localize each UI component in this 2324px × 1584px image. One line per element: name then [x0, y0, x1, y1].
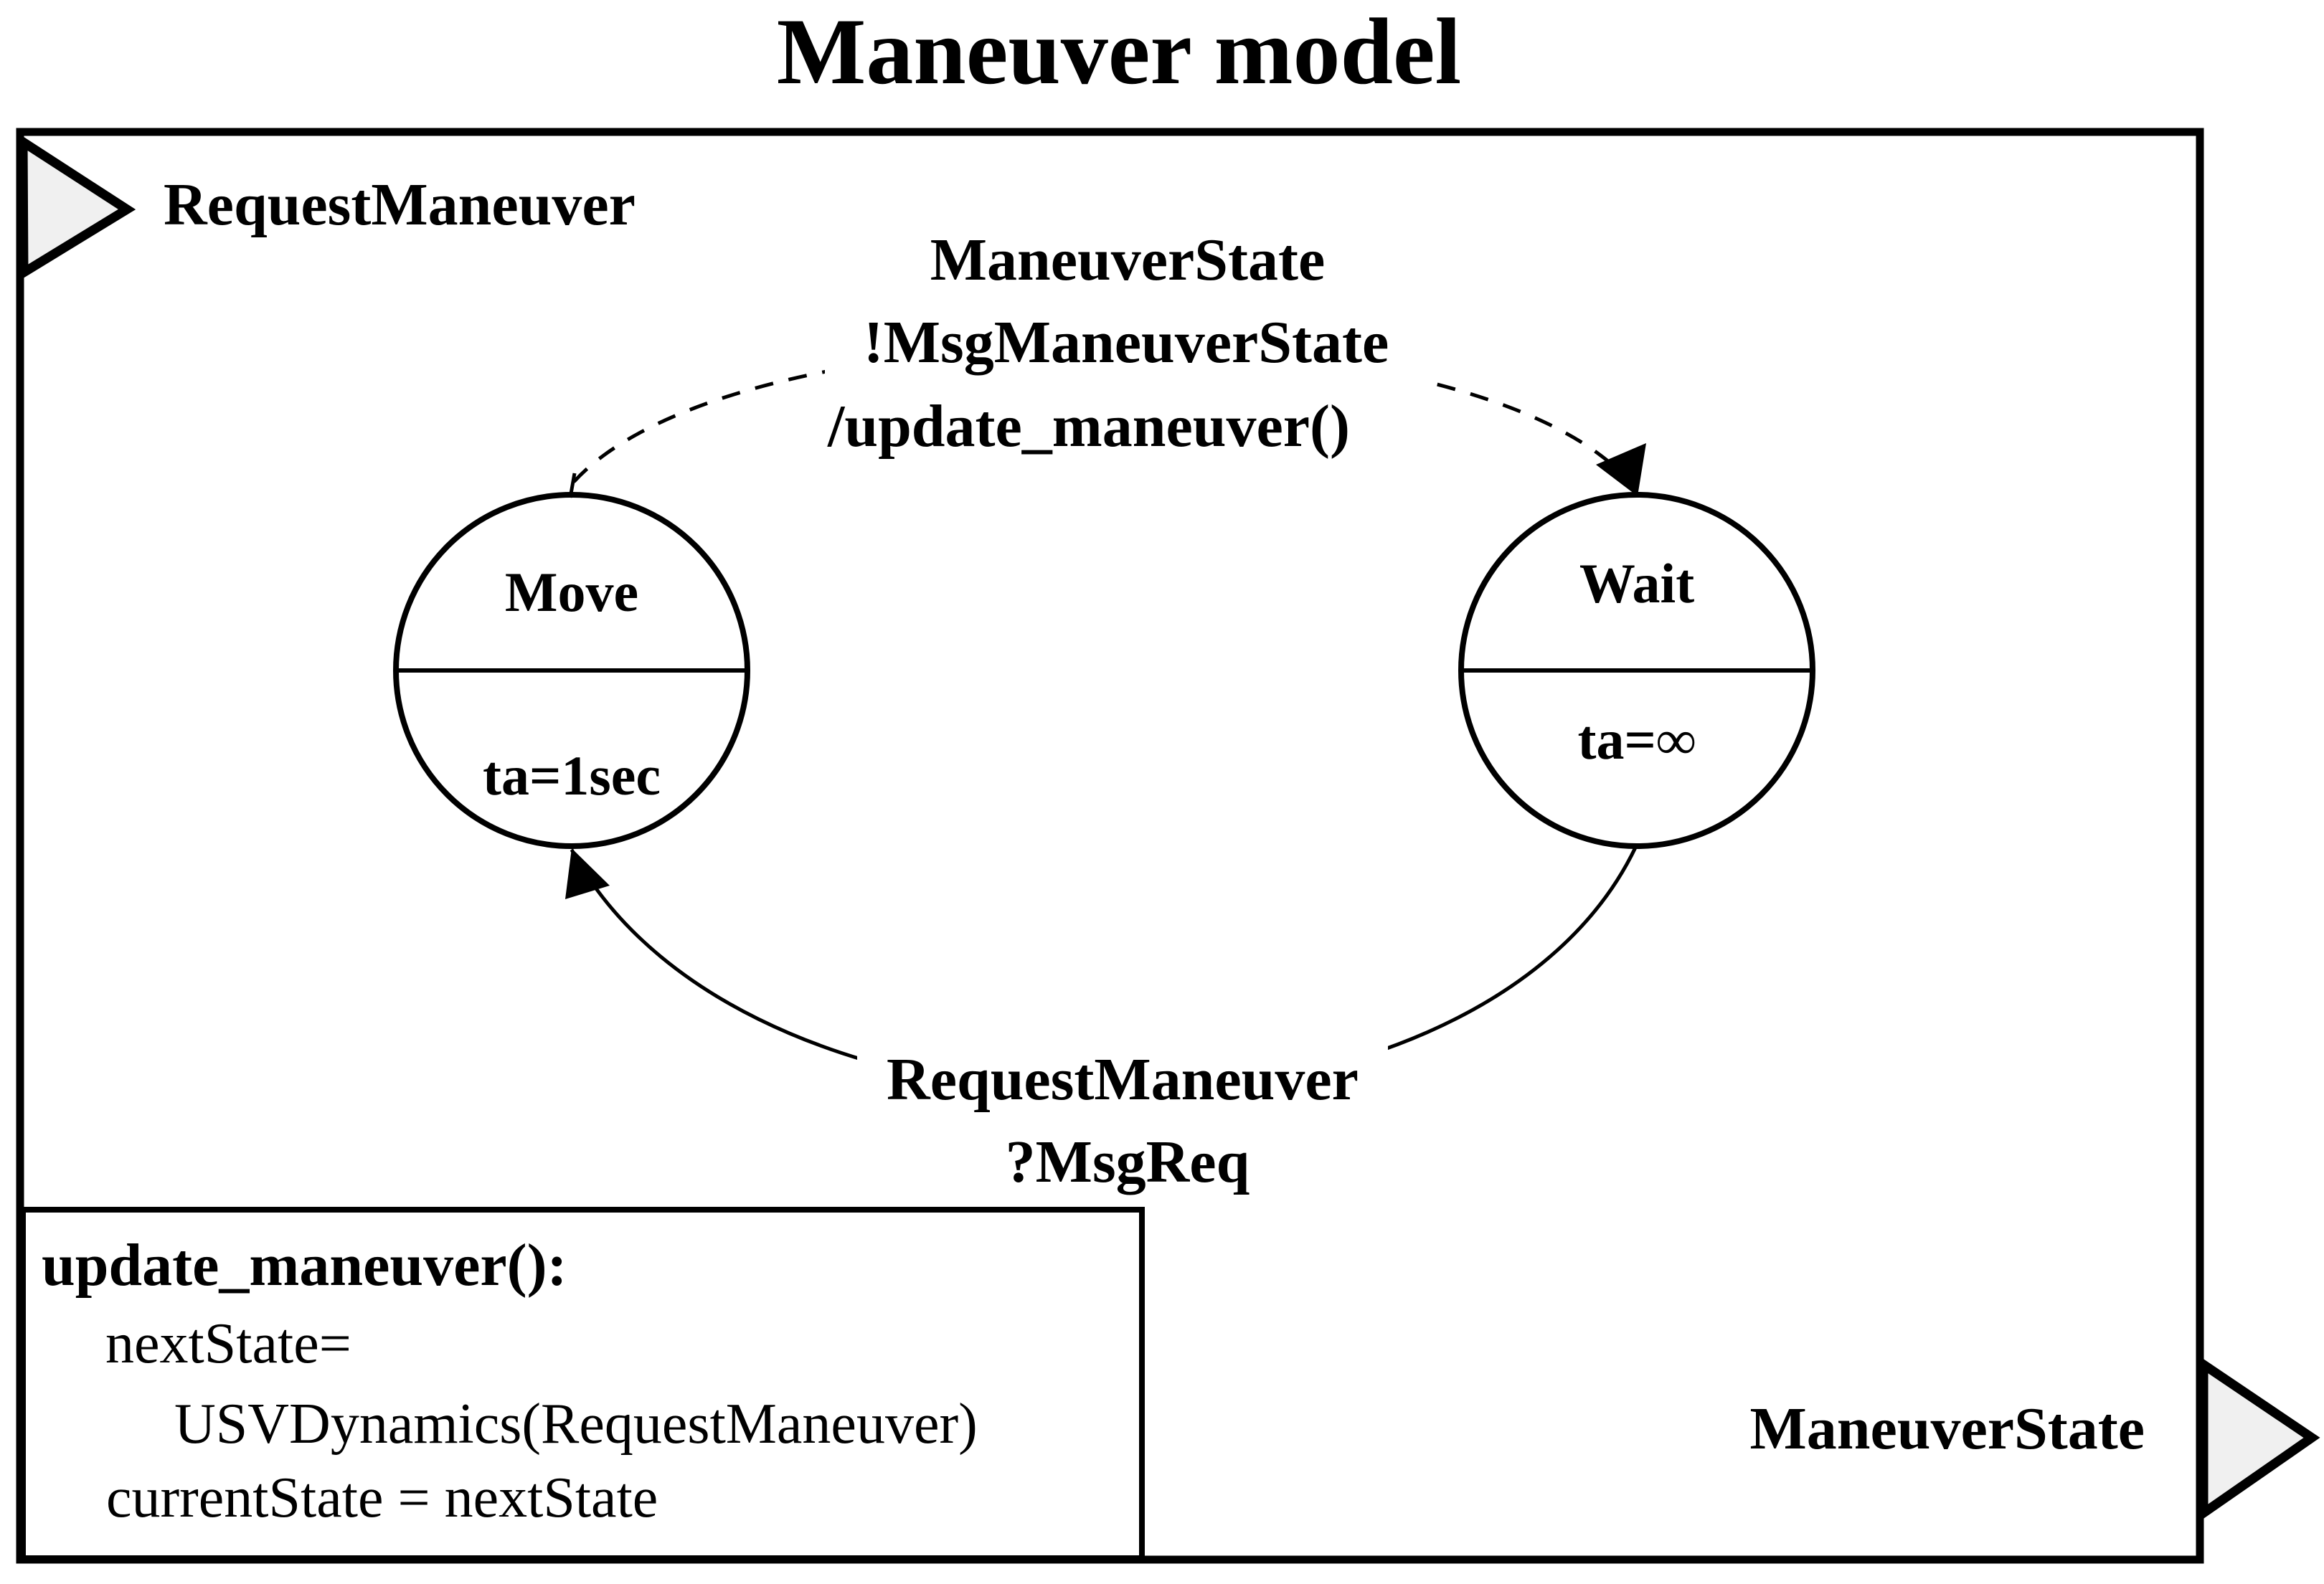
external-transition-label-line1: RequestManeuver	[887, 1046, 1359, 1113]
state-wait-ta: ta=∞	[1577, 708, 1696, 771]
state-wait-name: Wait	[1579, 552, 1694, 615]
output-port: ManeuverState	[1749, 1355, 2320, 1522]
update-maneuver-code-box: update_maneuver(): nextState= USVDynamic…	[20, 1207, 1145, 1561]
arrowhead-into-move	[565, 848, 610, 899]
code-line-3: USVDynamics(RequestManeuver)	[174, 1393, 978, 1456]
state-wait: Wait ta=∞	[1458, 492, 1815, 849]
external-transition-label-line2: ?MsgReq	[1006, 1129, 1250, 1195]
internal-transition-label-line1: ManeuverState	[930, 227, 1326, 293]
state-move: Move ta=1sec	[393, 492, 750, 849]
internal-transition-label-line3: /update_maneuver()	[827, 393, 1350, 460]
external-transition-label: RequestManeuver ?MsgReq	[887, 1046, 1359, 1195]
page-title: Maneuver model	[777, 0, 1461, 104]
state-move-name: Move	[505, 561, 638, 623]
internal-transition-label-line2: !MsgManeuverState	[864, 309, 1389, 376]
output-port-label: ManeuverState	[1749, 1395, 2145, 1462]
arrowhead-into-wait	[1596, 443, 1646, 496]
input-port: RequestManeuver	[18, 133, 636, 281]
code-line-4: currentState = nextState	[106, 1466, 658, 1530]
output-port-triangle-icon	[2198, 1355, 2320, 1522]
input-port-label: RequestManeuver	[164, 171, 636, 238]
input-port-triangle-icon	[18, 133, 136, 281]
internal-transition-label: ManeuverState !MsgManeuverState /update_…	[827, 227, 1389, 460]
code-box-border	[20, 1207, 1145, 1561]
code-line-2: nextState=	[105, 1312, 351, 1375]
external-label-mask	[857, 1041, 1388, 1217]
state-move-ta: ta=1sec	[483, 744, 661, 807]
code-line-1: update_maneuver():	[42, 1232, 567, 1299]
internal-label-mask	[825, 226, 1431, 477]
